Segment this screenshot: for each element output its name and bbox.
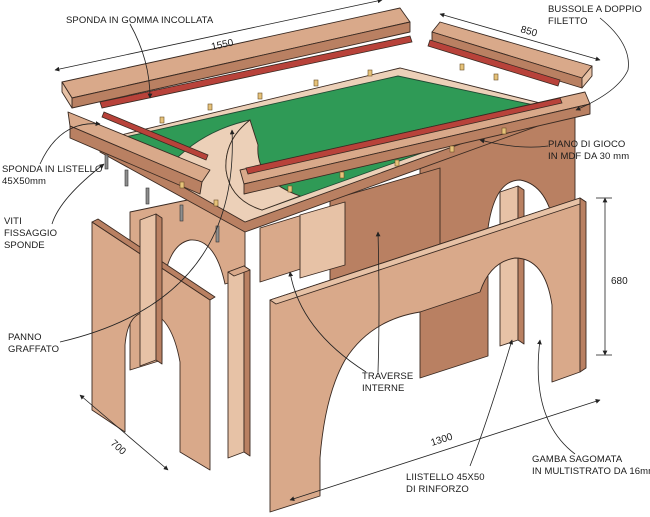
label-traverse-2: INTERNE: [362, 383, 404, 394]
label-piano-2: IN MDF DA 30 mm: [548, 151, 629, 162]
label-viti-3: SPONDE: [4, 240, 45, 251]
label-viti-2: FISSAGGIO: [4, 228, 57, 239]
label-sponda-gomma: SPONDA IN GOMMA INCOLLATA: [66, 15, 214, 26]
label-listello-2: DI RINFORZO: [406, 484, 469, 495]
listello-reinforcement-right: [499, 185, 519, 347]
listello-reinforcement-left: [139, 213, 157, 367]
rubber-cushion-front: [245, 97, 563, 175]
label-traverse-1: TRAVERSE: [362, 371, 413, 382]
label-bussole-2: FILETTO: [548, 16, 588, 27]
label-gamba-2: IN MULTISTRATO DA 16mm: [532, 466, 650, 477]
label-sponda-listello-1: SPONDA IN LISTELLO: [2, 164, 103, 175]
threaded-inserts: [159, 63, 507, 207]
label-viti-1: VITI: [4, 216, 22, 227]
label-panno-1: PANNO: [8, 332, 42, 343]
fixing-screws: [104, 154, 220, 243]
inner-traverse-mid: [299, 201, 346, 279]
dim-width-base: 700: [108, 438, 128, 458]
label-listello-1: LIISTELLO 45X50: [406, 472, 485, 483]
label-bussole-1: BUSSOLE A DOPPIO: [548, 4, 642, 15]
rubber-cushion-left: [101, 111, 209, 161]
listello-reinforcement-front: [227, 265, 245, 459]
dim-length-top: 1550: [210, 37, 234, 52]
dim-height: 680: [611, 276, 628, 287]
label-piano-1: PIANO DI GIOCO: [548, 139, 625, 150]
leader-lines: [39, 17, 629, 467]
label-panno-2: GRAFFATO: [8, 344, 59, 355]
label-gamba-1: GAMBA SAGOMATA: [532, 454, 623, 465]
dim-width-top: 850: [519, 24, 538, 39]
callout-labels: SPONDA IN GOMMA INCOLLATA BUSSOLE A DOPP…: [2, 4, 650, 495]
dim-length-base: 1300: [430, 431, 455, 448]
label-sponda-listello-2: 45X50mm: [2, 176, 46, 187]
